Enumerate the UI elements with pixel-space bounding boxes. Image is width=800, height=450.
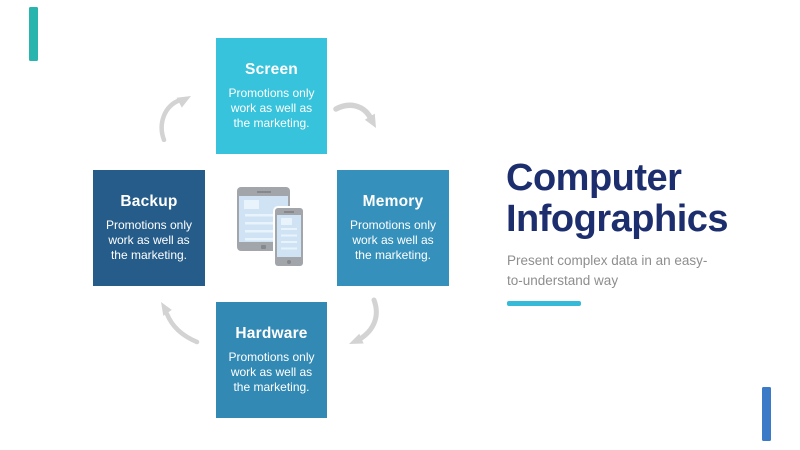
node-screen-body: Promotions only work as well as the mark… [228, 86, 314, 131]
arrow-memory-to-hardware-icon [338, 296, 382, 348]
node-body-line: the marketing. [233, 380, 310, 394]
phone-screen-lines [281, 228, 297, 252]
phone-screen-block [281, 218, 292, 225]
tablet-screen-block [244, 200, 259, 209]
page-title: Computer Infographics [506, 158, 766, 240]
node-hardware: Hardware Promotions only work as well as… [216, 302, 327, 418]
node-body-line: the marketing. [110, 248, 188, 262]
curved-arrow-up-left-icon [161, 302, 200, 345]
page-title-line2: Infographics [506, 198, 729, 240]
page-subtitle: Present complex data in an easy- to-unde… [507, 251, 766, 291]
node-memory: Memory Promotions only work as well as t… [337, 170, 449, 286]
smartphone-icon [275, 208, 303, 266]
node-screen: Screen Promotions only work as well as t… [216, 38, 327, 154]
tablet-home-button [261, 244, 266, 249]
devices-illustration [237, 187, 303, 267]
node-body-line: Promotions only [228, 86, 315, 100]
curved-arrow-down-right-icon [333, 102, 376, 128]
arrow-backup-to-screen-icon [150, 92, 200, 142]
node-body-line: work as well as [230, 101, 313, 115]
page-title-line1: Computer [506, 157, 682, 199]
phone-screen [277, 215, 301, 257]
page-subtitle-line1: Present complex data in an easy- [507, 253, 708, 268]
node-memory-title: Memory [362, 193, 424, 210]
node-screen-title: Screen [245, 61, 298, 78]
node-body-line: Promotions only [228, 350, 315, 364]
tablet-speaker [256, 190, 271, 193]
phone-home-button [286, 259, 292, 264]
node-hardware-title: Hardware [235, 325, 308, 342]
arrow-screen-to-memory-icon [333, 100, 379, 132]
node-backup-body: Promotions only work as well as the mark… [106, 218, 192, 263]
node-hardware-body: Promotions only work as well as the mark… [228, 350, 314, 395]
curved-arrow-down-left-icon [349, 297, 379, 344]
node-body-line: work as well as [352, 233, 434, 247]
decor-bar-bottom-right [762, 387, 771, 441]
node-body-line: work as well as [230, 365, 313, 379]
phone-speaker [284, 210, 294, 213]
title-panel: Computer Infographics Present complex da… [506, 158, 766, 306]
curved-arrow-up-right-icon [159, 96, 191, 142]
node-backup-title: Backup [120, 193, 178, 210]
arrow-hardware-to-backup-icon [153, 295, 201, 347]
node-backup: Backup Promotions only work as well as t… [93, 170, 205, 286]
page-subtitle-line2: to-understand way [507, 273, 619, 288]
node-body-line: Promotions only [105, 218, 193, 232]
node-memory-body: Promotions only work as well as the mark… [350, 218, 436, 263]
node-body-line: the marketing. [354, 248, 432, 262]
node-body-line: work as well as [108, 233, 190, 247]
decor-bar-top-left [29, 7, 38, 61]
accent-underline [507, 301, 581, 306]
node-body-line: Promotions only [349, 218, 437, 232]
node-body-line: the marketing. [233, 116, 310, 130]
